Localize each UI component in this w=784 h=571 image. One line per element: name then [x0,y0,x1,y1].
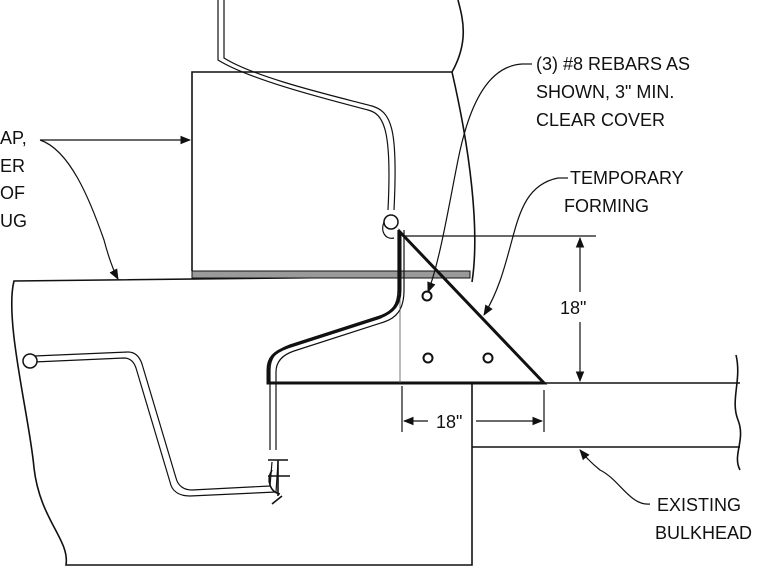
concrete-pour [266,228,548,385]
shelf-band [191,270,471,279]
interlock-knuckle-upper [383,214,399,230]
interlock-hook-upper [382,221,395,239]
sheet-pile-left-inner [33,357,279,497]
sheet-pile-upper-inner [223,0,396,211]
lower-panel-outline [10,275,473,566]
leader-bulkhead [579,449,651,505]
sheet-pile-lower [269,230,399,450]
interlock-knuckle-left [22,353,38,369]
rebar-bottom-left [422,352,434,364]
sheet-pile-upper [217,0,390,211]
rebar-bottom-right [482,352,494,364]
label-left-note: AP, ER OF UG [0,128,32,231]
bottom-interlock [268,459,290,505]
leader-forming [483,177,559,316]
bulkhead-break-line [734,354,742,471]
existing-bulkhead-outline [472,382,740,448]
upper-panel-outline [191,0,465,271]
dim-vertical-text: 18" [560,298,586,318]
label-existing-bulkhead: EXISTING BULKHEAD [655,495,752,543]
upper-panel-right-edge [451,71,476,283]
leader-rebars [427,63,523,294]
dim-horizontal-text: 18" [436,412,462,432]
sheet-pile-left [33,351,273,491]
label-temporary-forming: TEMPORARY FORMING [564,168,688,216]
sheet-pile-lower-inner [275,230,405,450]
label-rebars: (3) #8 REBARS AS SHOWN, 3" MIN. CLEAR CO… [536,54,695,130]
rebar-top [421,290,433,302]
leader-left-lower [39,139,119,280]
